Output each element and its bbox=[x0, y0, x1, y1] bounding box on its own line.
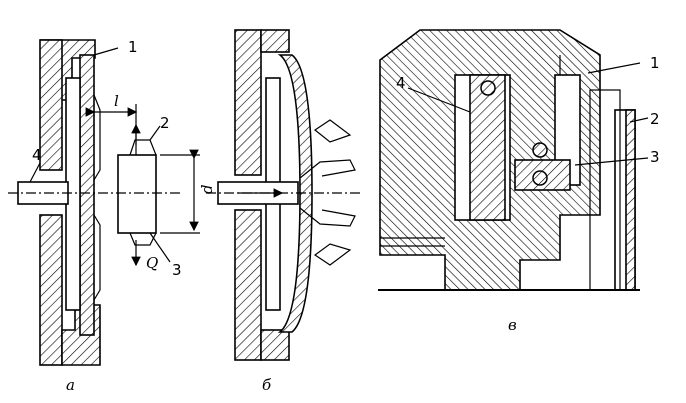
housing-wall-upper bbox=[39, 39, 63, 171]
panel-b: б bbox=[206, 29, 360, 394]
spring-fingers bbox=[93, 94, 101, 301]
caption-a: а bbox=[66, 376, 75, 394]
caption-v: в bbox=[508, 316, 517, 334]
seal-top bbox=[480, 80, 496, 96]
panel-a: 1 2 3 4 l d Q а bbox=[8, 38, 216, 394]
housing-b-lower bbox=[234, 209, 262, 361]
label-a-1: 1 bbox=[128, 38, 138, 56]
seal-mid bbox=[532, 142, 548, 158]
label-a-3: 3 bbox=[172, 261, 182, 279]
label-v-1: 1 bbox=[650, 54, 660, 72]
piston-4-body bbox=[469, 74, 506, 221]
label-v-4: 4 bbox=[396, 74, 406, 92]
caption-b: б bbox=[262, 376, 272, 394]
shaft-4 bbox=[17, 181, 69, 205]
pressure-plate-2-face bbox=[625, 109, 636, 291]
seal-low bbox=[532, 170, 548, 186]
label-a-2: 2 bbox=[160, 114, 170, 132]
label-a-l: l bbox=[114, 92, 119, 110]
housing-wall-lower bbox=[39, 214, 63, 366]
bearing-ring-2 bbox=[129, 139, 157, 246]
fingers-b bbox=[299, 119, 356, 266]
housing-b-top bbox=[260, 29, 290, 53]
label-a-d: d bbox=[198, 184, 216, 194]
spring-1 bbox=[79, 54, 95, 336]
label-a-4: 4 bbox=[32, 146, 42, 164]
label-v-2: 2 bbox=[650, 110, 660, 128]
housing-b-upper bbox=[234, 29, 262, 176]
spring-b-deformed bbox=[277, 54, 313, 333]
panel-v: 1 2 3 4 в bbox=[378, 29, 660, 334]
label-v-3: 3 bbox=[650, 148, 660, 166]
label-a-Q: Q bbox=[146, 254, 158, 272]
release-bearing-3 bbox=[117, 154, 157, 234]
housing-b-bottom bbox=[260, 329, 290, 361]
